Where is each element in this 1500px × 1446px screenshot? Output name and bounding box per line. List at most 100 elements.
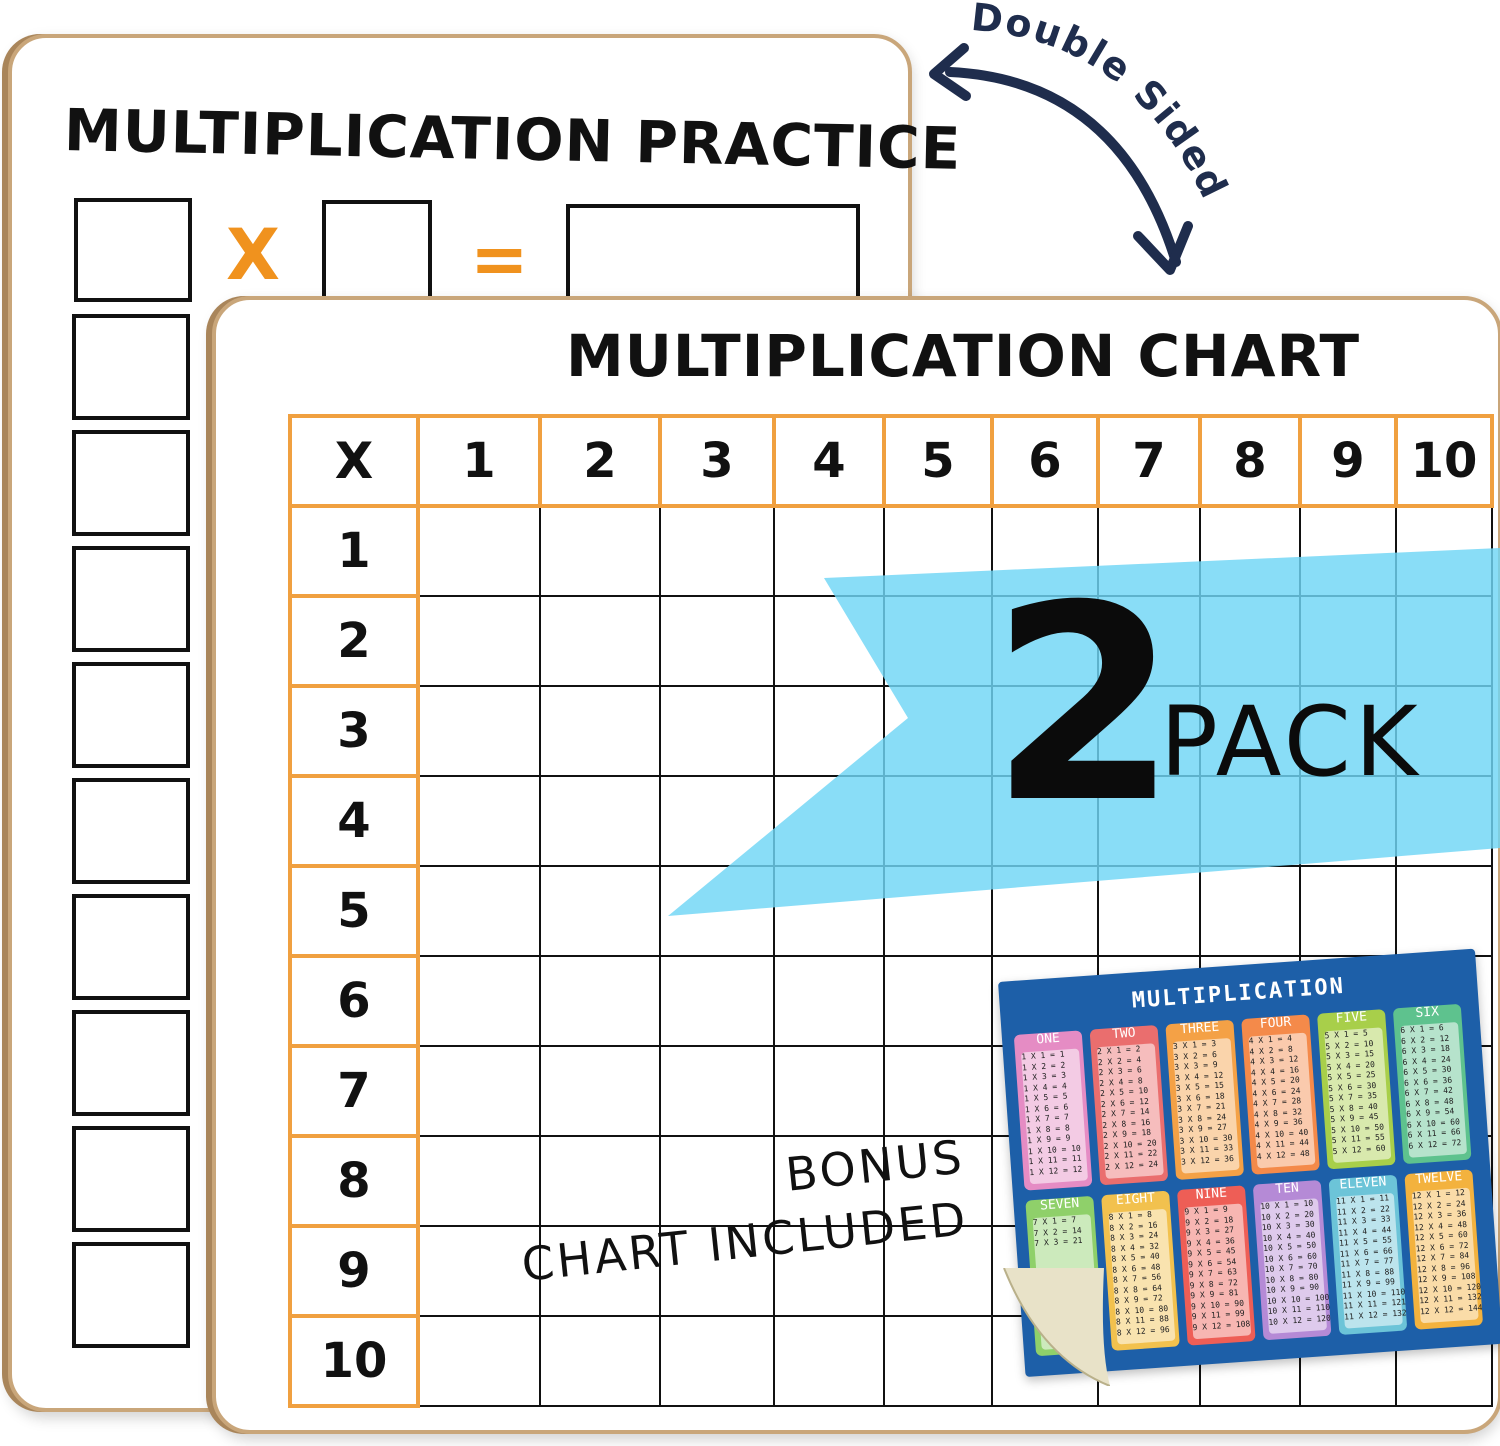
- column-header: 6: [990, 414, 1100, 508]
- poster-card-rows: 5 X 1 = 5 5 X 2 = 10 5 X 3 = 15 5 X 4 = …: [1324, 1027, 1392, 1164]
- answer-box: [72, 778, 190, 884]
- grid-cell: [659, 595, 775, 687]
- grid-cell: [1097, 865, 1201, 957]
- grid-cell: [539, 1315, 661, 1407]
- grid-cell: [659, 1315, 775, 1407]
- row-header: 1: [288, 504, 420, 598]
- poster-card-rows: 2 X 1 = 2 2 X 2 = 4 2 X 3 = 6 2 X 4 = 8 …: [1096, 1043, 1164, 1179]
- grid-cell: [417, 685, 541, 777]
- column-header: 7: [1096, 414, 1202, 508]
- grid-cell: [773, 955, 885, 1047]
- answer-box: [72, 430, 190, 536]
- poster-card-rows: 6 X 1 = 6 6 X 2 = 12 6 X 3 = 18 6 X 4 = …: [1400, 1022, 1468, 1158]
- column-header: 1: [416, 414, 542, 508]
- row-header: 9: [288, 1224, 420, 1318]
- row-header: 5: [288, 864, 420, 958]
- double-sided-label: Double Sided: [969, 0, 1235, 206]
- poster-card-rows: 4 X 1 = 4 4 X 2 = 8 4 X 3 = 12 4 X 4 = 1…: [1248, 1032, 1316, 1169]
- row-header: 8: [288, 1134, 420, 1228]
- grid-cell: [773, 1315, 885, 1407]
- grid-cell: [659, 955, 775, 1047]
- grid-cell: [539, 1135, 661, 1227]
- grid-cell: [773, 1045, 885, 1137]
- grid-cell: [773, 1225, 885, 1317]
- column-header: 2: [538, 414, 662, 508]
- practice-title: MULTIPLICATION PRACTICE: [63, 96, 962, 183]
- poster-card-rows: 1 X 1 = 1 1 X 2 = 2 1 X 3 = 3 1 X 4 = 4 …: [1020, 1048, 1089, 1185]
- factor-box-1: [74, 198, 192, 302]
- poster-card-name: ELEVEN: [1338, 1174, 1387, 1193]
- poster-card-name: SIX: [1414, 1004, 1440, 1021]
- grid-cell: [883, 1045, 993, 1137]
- poster-card-rows: 3 X 1 = 3 3 X 2 = 6 3 X 3 = 9 3 X 4 = 12…: [1172, 1037, 1240, 1174]
- grid-cell: [539, 685, 661, 777]
- poster-card-name: TWO: [1111, 1025, 1137, 1043]
- equals-symbol: =: [470, 218, 529, 300]
- grid-cell: [1299, 865, 1397, 957]
- row-header: 10: [288, 1314, 420, 1408]
- grid-cell: [417, 595, 541, 687]
- row-header: 2: [288, 594, 420, 688]
- grid-corner-x: X: [288, 414, 420, 508]
- poster-card-name: NINE: [1195, 1185, 1228, 1203]
- grid-cell: [539, 955, 661, 1047]
- poster-card-rows: 9 X 1 = 9 9 X 2 = 18 9 X 3 = 27 9 X 4 = …: [1184, 1203, 1252, 1340]
- poster-card-rows: 10 X 1 = 10 10 X 2 = 20 10 X 3 = 30 10 X…: [1260, 1198, 1331, 1334]
- grid-cell: [539, 1225, 661, 1317]
- grid-cell: [659, 1225, 775, 1317]
- poster-card-name: TEN: [1274, 1180, 1300, 1198]
- answer-box: [72, 894, 190, 1000]
- poster-card-name: TWELVE: [1414, 1169, 1463, 1188]
- grid-cell: [417, 1135, 541, 1227]
- grid-cell: [539, 595, 661, 687]
- grid-cell: [539, 865, 661, 957]
- row-header: 6: [288, 954, 420, 1048]
- poster-card-name: SEVEN: [1039, 1195, 1080, 1214]
- double-sided-arrow: Double Sided: [929, 0, 1237, 275]
- grid-cell: [417, 505, 541, 597]
- grid-cell: [417, 865, 541, 957]
- factor-box-2: [322, 200, 432, 304]
- grid-cell: [659, 1045, 775, 1137]
- answer-box: [72, 1126, 190, 1232]
- poster-card-name: EIGHT: [1115, 1190, 1156, 1209]
- grid-cell: [539, 1045, 661, 1137]
- poster-card-name: FOUR: [1259, 1014, 1292, 1032]
- column-header: 8: [1198, 414, 1302, 508]
- row-header: 4: [288, 774, 420, 868]
- poster-card-name: FIVE: [1335, 1009, 1368, 1027]
- grid-cell: [659, 685, 775, 777]
- pack-banner: [668, 548, 1500, 916]
- chart-title: MULTIPLICATION CHART: [566, 322, 1361, 390]
- poster-card-rows: 8 X 1 = 8 8 X 2 = 16 8 X 3 = 24 8 X 4 = …: [1108, 1208, 1176, 1345]
- answer-box: [72, 314, 190, 420]
- column-header: 5: [882, 414, 994, 508]
- grid-cell: [773, 1135, 885, 1227]
- row-header: 3: [288, 684, 420, 778]
- grid-cell: [417, 955, 541, 1047]
- times-symbol: X: [226, 214, 280, 296]
- column-header: 4: [772, 414, 886, 508]
- grid-cell: [883, 1315, 993, 1407]
- column-header: 3: [658, 414, 776, 508]
- poster-curl: [1003, 1268, 1110, 1386]
- column-header: 10: [1394, 414, 1494, 508]
- grid-cell: [883, 1225, 993, 1317]
- grid-cell: [659, 505, 775, 597]
- svg-text:Double Sided: Double Sided: [969, 0, 1237, 206]
- pack-number: 2: [990, 547, 1178, 862]
- poster-card-rows: 11 X 1 = 11 11 X 2 = 22 11 X 3 = 33 11 X…: [1335, 1192, 1407, 1329]
- answer-box: [72, 1242, 190, 1348]
- poster-card-name: ONE: [1035, 1030, 1061, 1048]
- grid-cell: [417, 1315, 541, 1407]
- poster-card-rows: 12 X 1 = 12 12 X 2 = 24 12 X 3 = 36 12 X…: [1411, 1187, 1483, 1324]
